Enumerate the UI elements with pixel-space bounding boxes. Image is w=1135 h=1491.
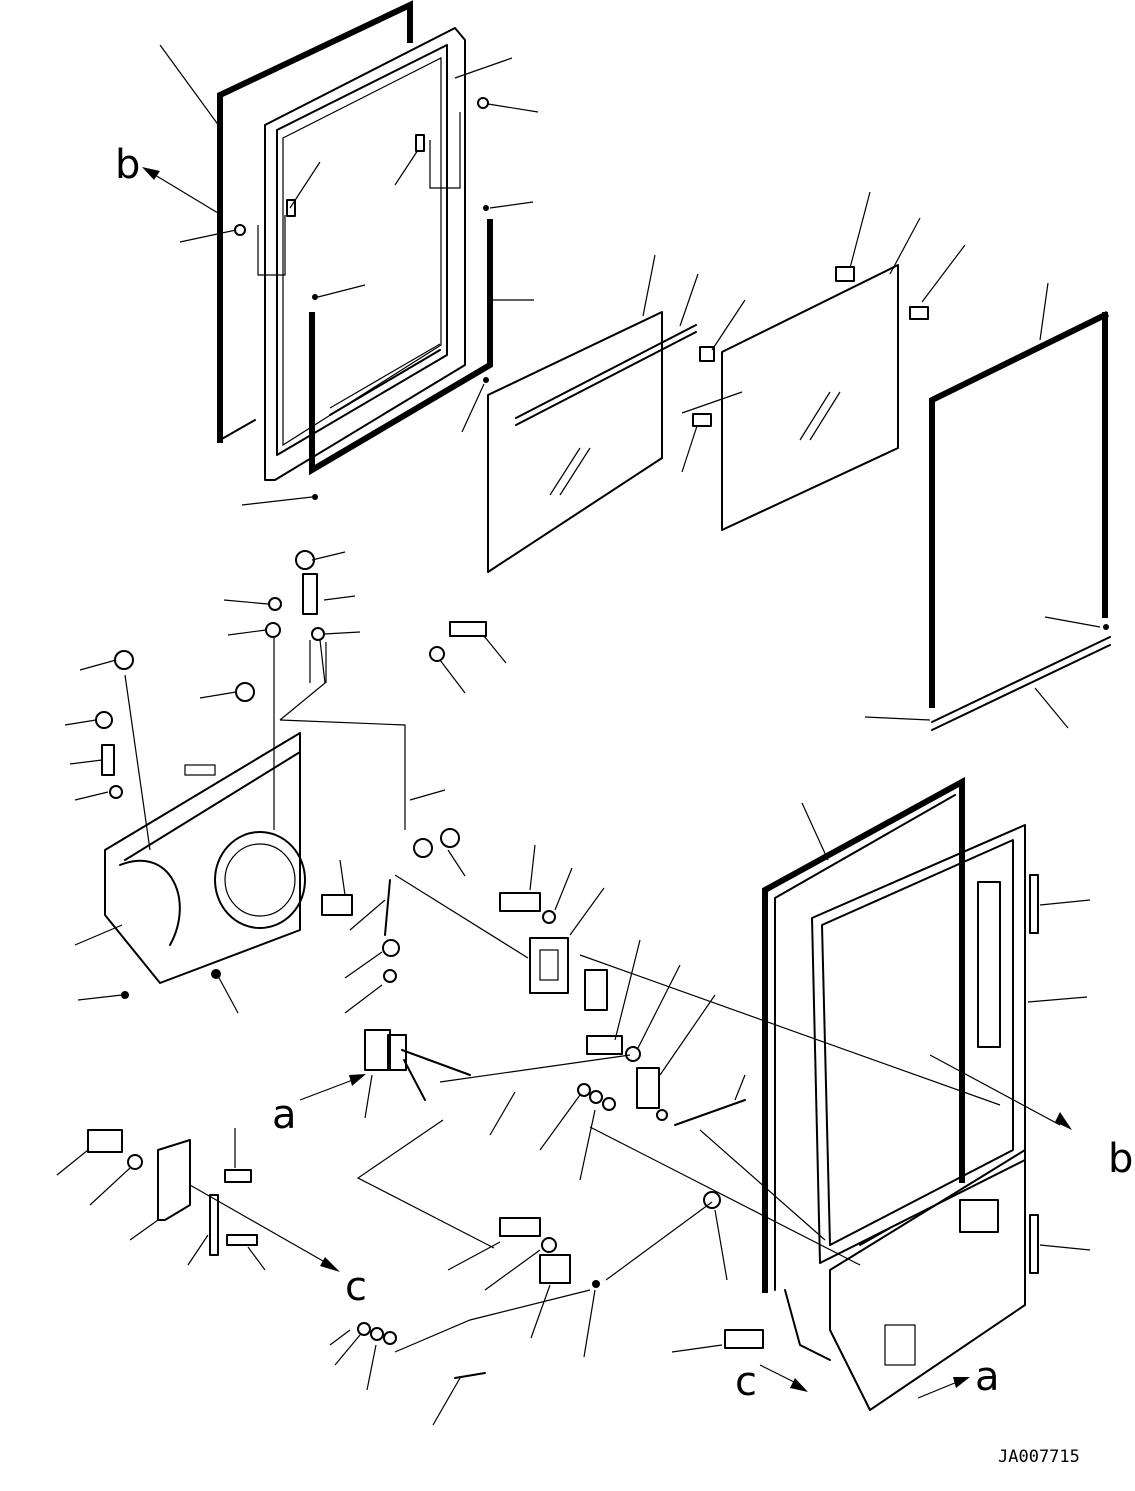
door-assembly-group: [671, 776, 1091, 1411]
view-label-a-lower-right: a: [975, 1354, 1000, 1400]
view-label-a-left: a: [272, 1092, 297, 1138]
view-label-b-right: b: [1108, 1136, 1133, 1182]
weatherstrip-frame-group: [864, 282, 1111, 731]
bracket-parts-group: [56, 1128, 266, 1271]
latch-mechanism-group: [321, 789, 1001, 1426]
glass-panels-group: [487, 191, 966, 573]
view-label-c-lower-right: c: [735, 1359, 757, 1405]
view-label-c-lower-left: c: [345, 1264, 367, 1310]
drawing-code: JA007715: [998, 1447, 1080, 1467]
inner-panel-group: [64, 550, 507, 1014]
window-frame-group: [159, 0, 539, 506]
view-label-b-upper: b: [115, 142, 140, 188]
